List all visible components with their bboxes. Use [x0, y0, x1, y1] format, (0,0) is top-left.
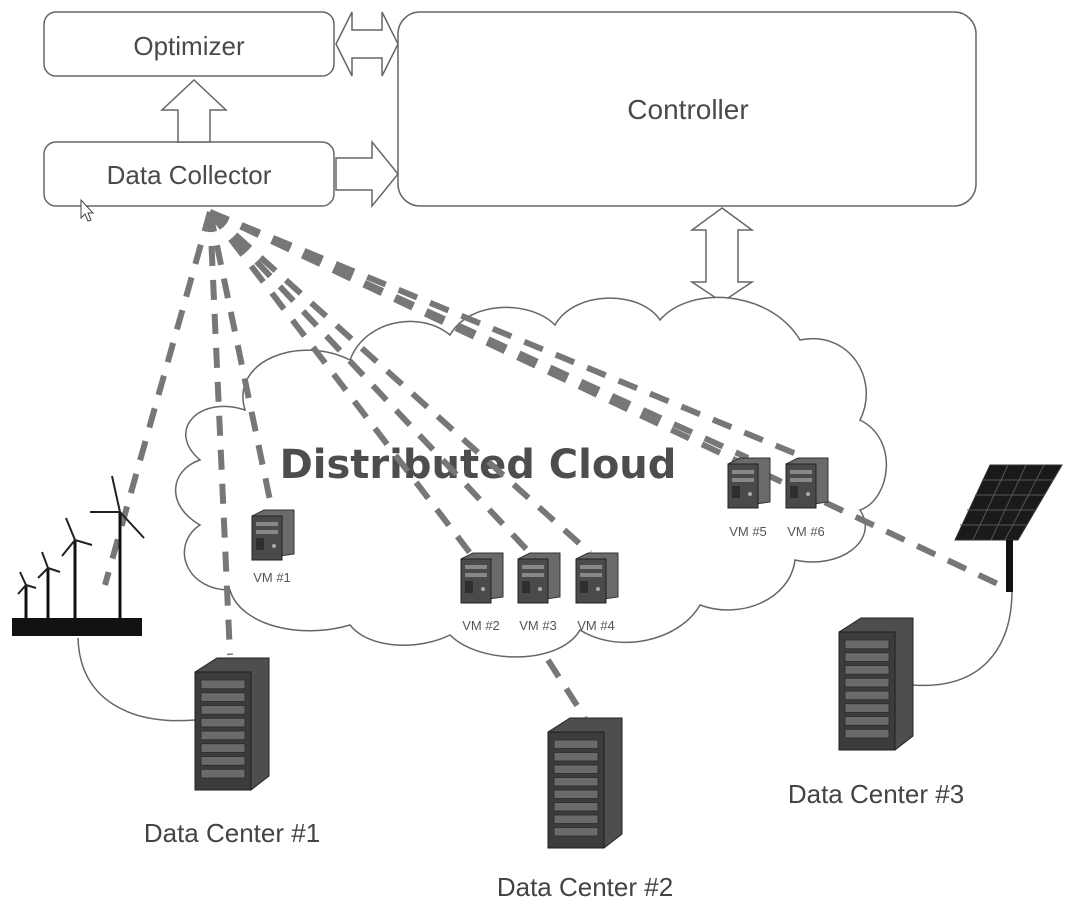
controller-cloud-double-arrow	[689, 207, 755, 303]
server-icon	[460, 552, 504, 604]
optimizer-box: Optimizer	[43, 11, 335, 77]
datacenter-rack-icon	[547, 717, 623, 849]
server-icon	[517, 552, 561, 604]
solar-to-dc3-wire	[911, 589, 1013, 687]
vm-label-1: VM #1	[253, 570, 291, 585]
data-collector-box: Data Collector	[43, 141, 335, 207]
vm-label-4: VM #4	[577, 618, 615, 633]
datacenter-rack-icon	[838, 617, 914, 751]
optimizer-controller-double-arrow	[335, 11, 399, 77]
datacenter-racks	[194, 617, 914, 849]
server-icon	[251, 509, 295, 561]
datacenter-label-3: Data Center #3	[788, 779, 964, 809]
server-icon	[727, 457, 771, 509]
controller-label: Controller	[627, 94, 748, 125]
turbine-to-dc1-wire	[77, 637, 196, 722]
controller-box: Controller	[397, 11, 977, 207]
data-collector-label: Data Collector	[107, 160, 272, 190]
vm-label-5: VM #5	[729, 524, 767, 539]
datacenter-label-2: Data Center #2	[497, 872, 673, 902]
collector-to-controller-arrow	[335, 139, 399, 209]
optimizer-label: Optimizer	[133, 31, 245, 61]
wind-turbine-icon	[12, 475, 145, 636]
vm-label-3: VM #3	[519, 618, 557, 633]
vm-label-6: VM #6	[787, 524, 825, 539]
datacenter-label-1: Data Center #1	[144, 818, 320, 848]
mouse-cursor-icon	[80, 198, 95, 222]
distributed-cloud-shape: Distributed Cloud	[174, 296, 887, 658]
vm-label-2: VM #2	[462, 618, 500, 633]
vm-servers	[251, 457, 829, 604]
server-icon	[785, 457, 829, 509]
datacenter-rack-icon	[194, 657, 270, 791]
collector-to-optimizer-arrow	[160, 78, 228, 143]
data-collection-links	[102, 209, 1002, 720]
solar-panel-icon	[954, 464, 1063, 592]
server-icon	[575, 552, 619, 604]
